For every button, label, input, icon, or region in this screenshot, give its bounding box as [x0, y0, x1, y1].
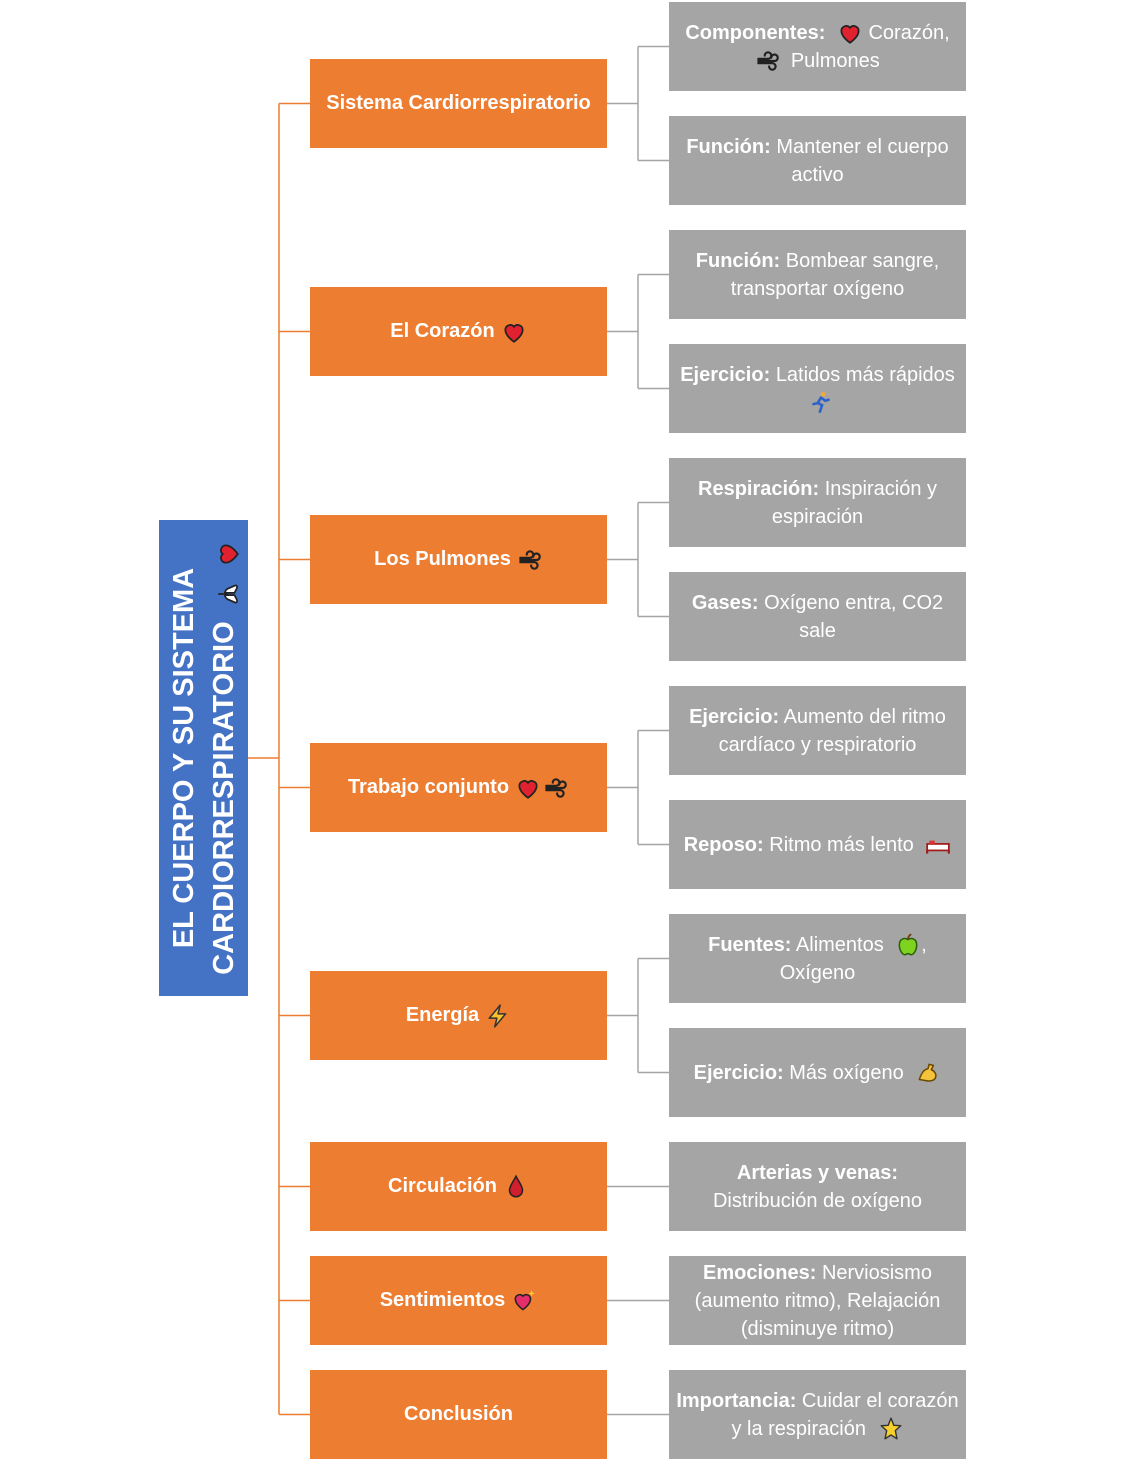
branch-label: Trabajo conjunto: [347, 776, 510, 798]
leaf-text-2: Pulmones: [790, 49, 880, 72]
branch-label: Los Pulmones: [374, 548, 511, 570]
branch-trabajo-conjunto: Trabajo conjunto: [310, 743, 607, 832]
leaf-text: Latidos más rápidos: [775, 363, 955, 386]
leaf-ejercicio-conjunto: Ejercicio: Aumento del ritmo cardíaco y …: [669, 686, 966, 775]
leaf-text: Oxígeno entra, CO2 sale: [764, 591, 944, 642]
branch-label: Circulación: [388, 1175, 497, 1197]
sparkling-heart-icon: [511, 1288, 537, 1314]
heart-icon: [501, 319, 527, 345]
leaf-label: Gases:: [691, 591, 759, 614]
lightning-icon: [485, 1003, 511, 1029]
leaf-text: Aumento del ritmo cardíaco y respiratori…: [718, 705, 946, 756]
leaf-funcion: Función: Mantener el cuerpo activo: [669, 116, 966, 205]
root-title-text: EL CUERPO Y SU SISTEMA CARDIORRESPIRATOR…: [167, 567, 240, 975]
branch-label: Energía: [405, 1004, 480, 1026]
branch-conclusion: Conclusión: [310, 1370, 607, 1459]
branch-circulacion: Circulación: [310, 1142, 607, 1231]
leaf-arterias: Arterias y venas: Distribución de oxígen…: [669, 1142, 966, 1231]
leaf-label: Función:: [686, 135, 771, 158]
muscle-icon: [915, 1060, 941, 1086]
lungs-icon: [212, 581, 238, 607]
heart-icon: [837, 20, 863, 46]
leaf-ejercicio-energia: Ejercicio: Más oxígeno: [669, 1028, 966, 1117]
branch-label: El Corazón: [390, 320, 495, 342]
leaf-importancia: Importancia: Cuidar el corazón y la resp…: [669, 1370, 966, 1459]
leaf-emociones: Emociones: Nerviosismo (aumento ritmo), …: [669, 1256, 966, 1345]
branch-label: Conclusión: [404, 1403, 513, 1425]
wind-icon: [517, 547, 543, 573]
heart-icon: [212, 541, 239, 567]
leaf-text: Alimentos: [795, 933, 884, 956]
root-title: EL CUERPO Y SU SISTEMA CARDIORRESPIRATOR…: [164, 520, 244, 996]
leaf-text: Corazón,: [868, 21, 950, 44]
root-node: EL CUERPO Y SU SISTEMA CARDIORRESPIRATOR…: [159, 520, 248, 996]
leaf-ejercicio-corazon: Ejercicio: Latidos más rápidos: [669, 344, 966, 433]
apple-icon: [895, 932, 921, 958]
leaf-label: Función:: [695, 249, 781, 272]
leaf-text: Inspiración y espiración: [771, 477, 937, 528]
leaf-label: Componentes:: [685, 21, 826, 44]
branch-el-corazon: El Corazón: [310, 287, 607, 376]
leaf-label: Fuentes:: [708, 933, 792, 956]
leaf-respiracion: Respiración: Inspiración y espiración: [669, 458, 966, 547]
leaf-text: Mantener el cuerpo activo: [776, 135, 949, 186]
leaf-text: Nerviosismo (aumento ritmo), Relajación …: [694, 1261, 941, 1340]
leaf-label: Arterias y venas:: [736, 1161, 899, 1184]
leaf-label: Respiración:: [698, 477, 820, 500]
leaf-label: Ejercicio:: [689, 705, 780, 728]
leaf-text-2: , Oxígeno: [779, 933, 927, 984]
blood-drop-icon: [503, 1173, 529, 1200]
leaf-componentes: Componentes: Corazón, Pulmones: [669, 2, 966, 91]
branch-los-pulmones: Los Pulmones: [310, 515, 607, 604]
leaf-label: Importancia:: [676, 1389, 797, 1412]
leaf-label: Ejercicio:: [693, 1061, 784, 1084]
leaf-text: Bombear sangre, transportar oxígeno: [730, 249, 940, 300]
leaf-label: Emociones:: [703, 1261, 817, 1284]
branch-label: Sistema Cardiorrespiratorio: [326, 92, 591, 114]
leaf-label: Ejercicio:: [680, 363, 771, 386]
leaf-text: Más oxígeno: [789, 1061, 904, 1084]
heart-icon: [515, 775, 541, 801]
leaf-text: Cuidar el corazón y la respiración: [731, 1389, 959, 1440]
runner-icon: [808, 390, 834, 416]
leaf-label: Reposo:: [683, 833, 764, 856]
branch-energia: Energía: [310, 971, 607, 1060]
leaf-fuentes: Fuentes: Alimentos , Oxígeno: [669, 914, 966, 1003]
wind-icon: [755, 48, 781, 74]
star-icon: [878, 1416, 904, 1442]
bed-icon: [925, 832, 951, 858]
branch-label: Sentimientos: [379, 1289, 506, 1311]
leaf-funcion-corazon: Función: Bombear sangre, transportar oxí…: [669, 230, 966, 319]
wind-icon: [543, 775, 569, 801]
leaf-text: Ritmo más lento: [769, 833, 914, 856]
leaf-text: Distribución de oxígeno: [712, 1189, 922, 1212]
leaf-gases: Gases: Oxígeno entra, CO2 sale: [669, 572, 966, 661]
branch-sentimientos: Sentimientos: [310, 1256, 607, 1345]
branch-sistema-cardiorrespiratorio: Sistema Cardiorrespiratorio: [310, 59, 607, 148]
leaf-reposo: Reposo: Ritmo más lento: [669, 800, 966, 889]
